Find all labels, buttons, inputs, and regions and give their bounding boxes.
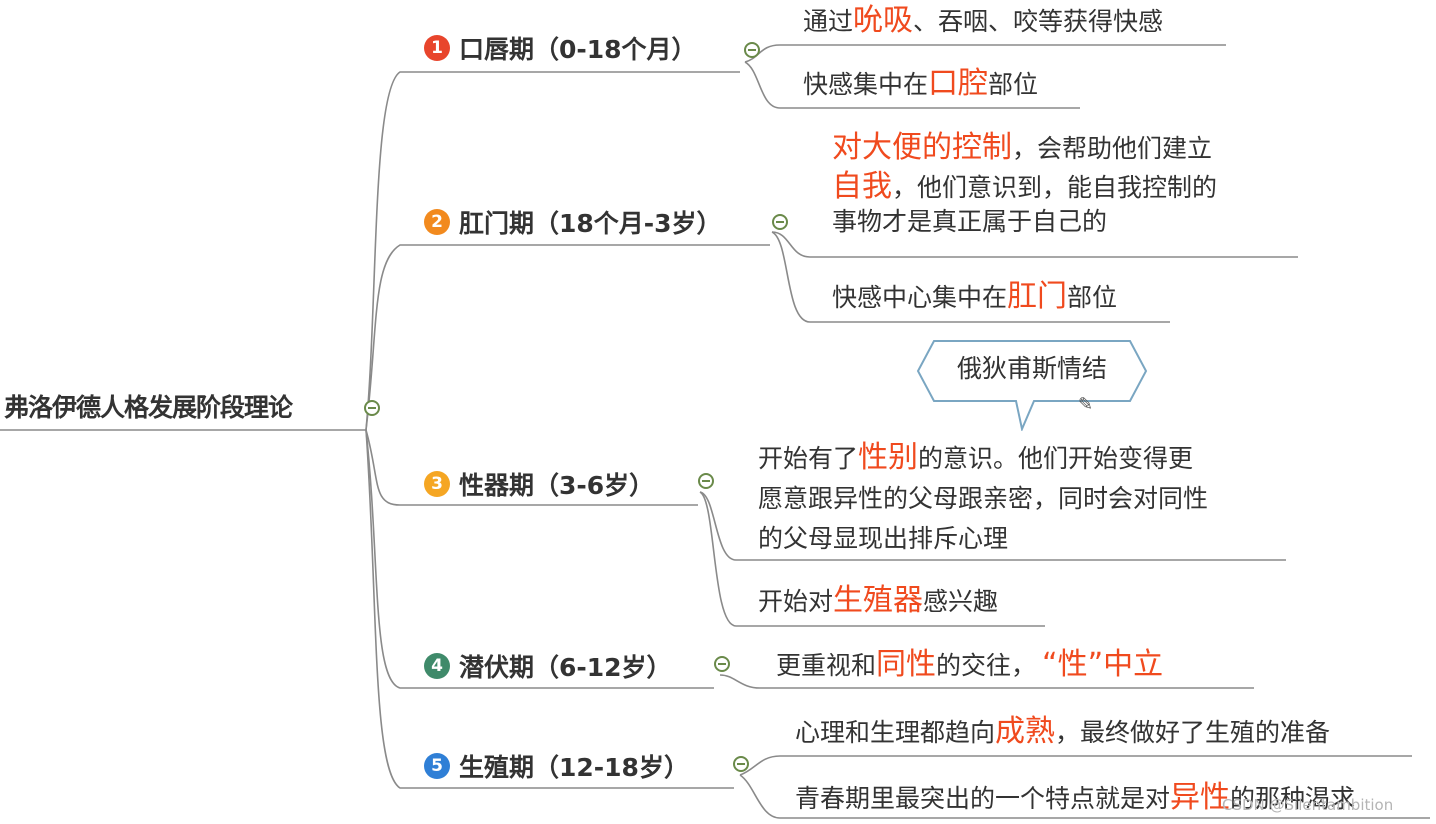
stage-label: 性器期（3-6岁） [459, 471, 655, 500]
leaf-text: 更重视和 [776, 651, 877, 680]
leaf-text: 通过 [803, 7, 854, 36]
watermark: CSDN @Silentambition [1222, 796, 1394, 814]
leaf-text: 快感集中在 [803, 70, 929, 99]
leaf-anal-1[interactable]: 对大便的控制，会帮助他们建立 自我，他们意识到，能自我控制的 事物才是真正属于自… [832, 125, 1217, 245]
leaf-oral-2[interactable]: 快感集中在口腔部位 [803, 61, 1038, 107]
stage-anal-collapse-toggle-icon[interactable] [772, 214, 788, 230]
leaf-text: 的父母显现出排斥心理 [758, 524, 1009, 553]
stage-number-badge: 5 [424, 753, 450, 779]
callout-oedipus[interactable]: 俄狄甫斯情结 [916, 339, 1148, 431]
callout-label: 俄狄甫斯情结 [956, 354, 1107, 383]
leaf-text: 的那种渴求 [1230, 784, 1356, 813]
stage-number-badge: 3 [424, 471, 450, 497]
leaf-text: 开始对 [758, 587, 834, 616]
leaf-highlight: 肛门 [1007, 279, 1068, 314]
stage-genital-collapse-toggle-icon[interactable] [733, 756, 749, 772]
stage-number-badge: 4 [424, 653, 450, 679]
leaf-phallic-2[interactable]: 开始对生殖器感兴趣 [758, 578, 998, 624]
stage-oral[interactable]: 1 口唇期（0-18个月） [424, 30, 697, 66]
leaf-text: 心理和生理都趋向 [795, 718, 996, 747]
root-topic[interactable]: 弗洛伊德人格发展阶段理论 [4, 393, 293, 422]
leaf-highlight: “性”中立 [1042, 647, 1164, 682]
stage-label: 潜伏期（6-12岁） [459, 653, 672, 682]
stage-oral-collapse-toggle-icon[interactable] [744, 42, 760, 58]
stage-label: 肛门期（18个月-3岁） [459, 209, 722, 238]
callout-bubble-shape [916, 340, 1148, 431]
leaf-text: ，最终做好了生殖的准备 [1055, 718, 1331, 747]
leaf-phallic-1[interactable]: 开始有了性别的意识。他们开始变得更 愿意跟异性的父母跟亲密，同时会对同性 的父母… [758, 438, 1208, 559]
leaf-genital-2[interactable]: 青春期里最突出的一个特点就是对异性的那种渴求 [795, 775, 1355, 821]
leaf-highlight: 对大便的控制 [832, 130, 1012, 165]
leaf-text: ，他们意识到，能自我控制的 [892, 173, 1218, 202]
leaf-text: 的交往， [936, 651, 1037, 680]
leaf-text: 事物才是真正属于自己的 [832, 207, 1108, 236]
leaf-highlight: 自我 [832, 169, 892, 204]
leaf-text: 青春期里最突出的一个特点就是对 [795, 784, 1171, 813]
leaf-text: 的意识。他们开始变得更 [918, 444, 1194, 473]
leaf-genital-1[interactable]: 心理和生理都趋向成熟，最终做好了生殖的准备 [795, 709, 1330, 755]
pen-cursor-icon: ✎ [1078, 394, 1094, 415]
stage-anal[interactable]: 2 肛门期（18个月-3岁） [424, 204, 722, 240]
stage-label: 生殖期（12-18岁） [459, 753, 689, 782]
leaf-text: 部位 [1067, 283, 1118, 312]
leaf-text: 、吞咽、咬等获得快感 [913, 7, 1164, 36]
leaf-highlight: 生殖器 [833, 583, 924, 618]
stage-latency[interactable]: 4 潜伏期（6-12岁） [424, 648, 672, 684]
leaf-text: 部位 [988, 70, 1039, 99]
leaf-text: 快感中心集中在 [832, 283, 1008, 312]
stage-latency-collapse-toggle-icon[interactable] [714, 656, 730, 672]
leaf-highlight: 异性 [1170, 780, 1231, 815]
leaf-text: 愿意跟异性的父母跟亲密，同时会对同性 [758, 484, 1209, 513]
root-collapse-toggle-icon[interactable] [364, 400, 380, 416]
stage-phallic-collapse-toggle-icon[interactable] [698, 473, 714, 489]
stage-number-badge: 1 [424, 35, 450, 61]
leaf-highlight: 性别 [858, 440, 919, 475]
leaf-text: 开始有了 [758, 444, 859, 473]
leaf-oral-1[interactable]: 通过吮吸、吞咽、咬等获得快感 [803, 0, 1163, 44]
stage-label: 口唇期（0-18个月） [459, 35, 697, 64]
stage-phallic[interactable]: 3 性器期（3-6岁） [424, 466, 654, 502]
leaf-text: ，会帮助他们建立 [1012, 134, 1213, 163]
leaf-latency-1[interactable]: 更重视和同性的交往，“性”中立 [776, 642, 1163, 688]
stage-number-badge: 2 [424, 209, 450, 235]
leaf-anal-2[interactable]: 快感中心集中在肛门部位 [832, 274, 1117, 320]
leaf-highlight: 同性 [876, 647, 937, 682]
leaf-highlight: 吮吸 [853, 3, 914, 38]
leaf-highlight: 口腔 [928, 66, 989, 101]
stage-genital[interactable]: 5 生殖期（12-18岁） [424, 748, 689, 784]
leaf-highlight: 成熟 [995, 714, 1056, 749]
leaf-text: 感兴趣 [923, 587, 999, 616]
